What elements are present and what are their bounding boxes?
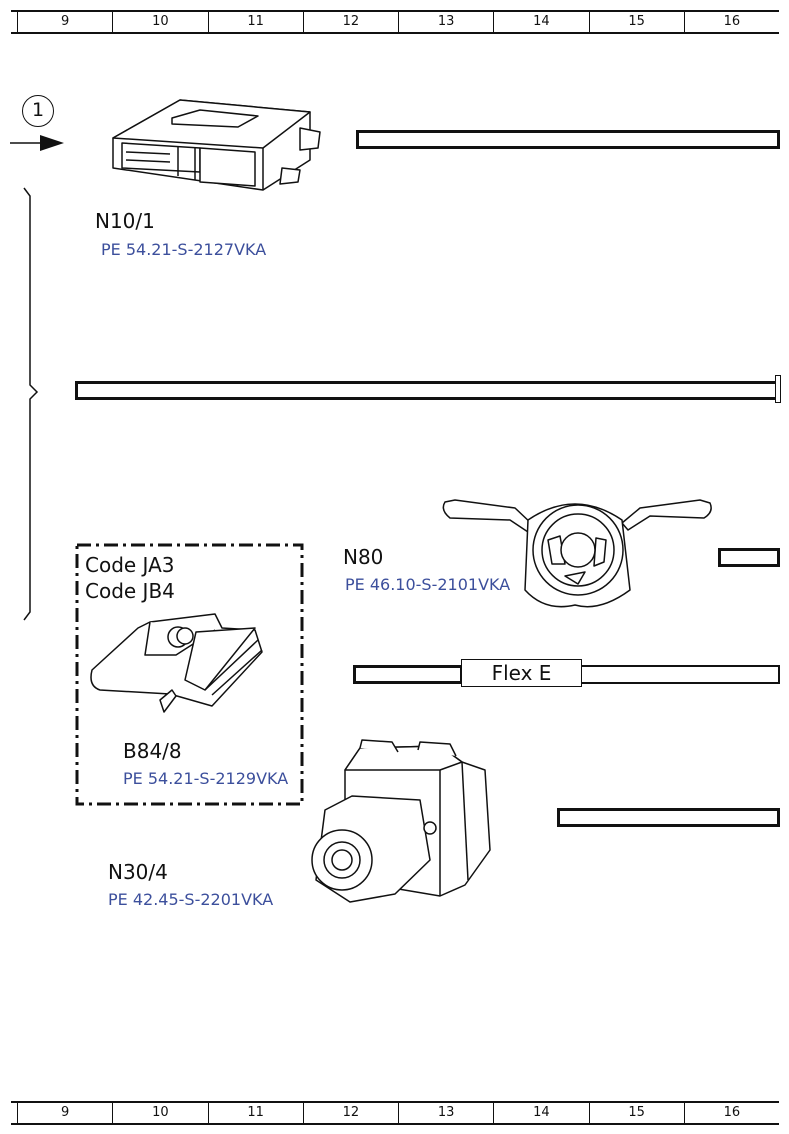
ruler-col: 9 — [17, 1103, 112, 1123]
wire-bundle-main — [75, 381, 778, 400]
ruler-col: 16 — [683, 1103, 779, 1123]
column-ruler-bottom: 9 10 11 12 13 14 15 16 — [11, 1101, 779, 1125]
wire-bundle-n30-4 — [557, 808, 780, 827]
ruler-col: 15 — [588, 12, 684, 32]
ruler-col: 11 — [207, 1103, 303, 1123]
wire-bundle-flex-right — [580, 665, 780, 684]
ruler-col: 14 — [493, 1103, 588, 1123]
optional-equipment-frame — [75, 543, 304, 806]
ruler-col: 15 — [588, 1103, 684, 1123]
code-label-ja3: Code JA3 — [85, 553, 175, 577]
component-id-n10-1: N10/1 — [95, 209, 155, 233]
ruler-col: 16 — [683, 12, 779, 32]
code-label-jb4: Code JB4 — [85, 579, 175, 603]
ruler-col: 13 — [398, 1103, 493, 1123]
component-id-n30-4: N30/4 — [108, 860, 168, 884]
wire-bundle-n10-1 — [356, 130, 780, 149]
entry-arrow-icon — [10, 135, 64, 151]
component-ref-b84-8[interactable]: PE 54.21-S-2129VKA — [123, 769, 289, 788]
component-ref-n30-4[interactable]: PE 42.45-S-2201VKA — [108, 890, 274, 909]
reference-marker: 1 — [22, 95, 54, 127]
ruler-col: 11 — [207, 12, 303, 32]
wire-bundle-main-end — [775, 375, 781, 403]
group-brace — [23, 187, 39, 621]
ruler-col: 13 — [398, 12, 493, 32]
ruler-col: 10 — [112, 1103, 207, 1123]
wire-bundle-n80 — [718, 548, 780, 567]
wire-bundle-flex-left — [353, 665, 463, 684]
ruler-col: 12 — [302, 12, 398, 32]
column-ruler-top: 9 10 11 12 13 14 15 16 — [11, 10, 779, 34]
component-id-b84-8: B84/8 — [123, 739, 182, 763]
ruler-col: 12 — [302, 1103, 398, 1123]
control-unit-n10-1-icon — [112, 99, 321, 191]
hydraulic-unit-n30-4-icon — [311, 739, 491, 903]
sensor-b84-8-icon — [90, 613, 263, 713]
ruler-col: 14 — [493, 12, 588, 32]
component-ref-n80[interactable]: PE 46.10-S-2101VKA — [345, 575, 511, 594]
steering-column-module-n80-icon — [442, 499, 712, 608]
component-id-n80: N80 — [343, 545, 384, 569]
flex-label: Flex E — [461, 659, 582, 687]
ruler-col: 9 — [17, 12, 112, 32]
ruler-col: 10 — [112, 12, 207, 32]
component-ref-n10-1[interactable]: PE 54.21-S-2127VKA — [101, 240, 267, 259]
